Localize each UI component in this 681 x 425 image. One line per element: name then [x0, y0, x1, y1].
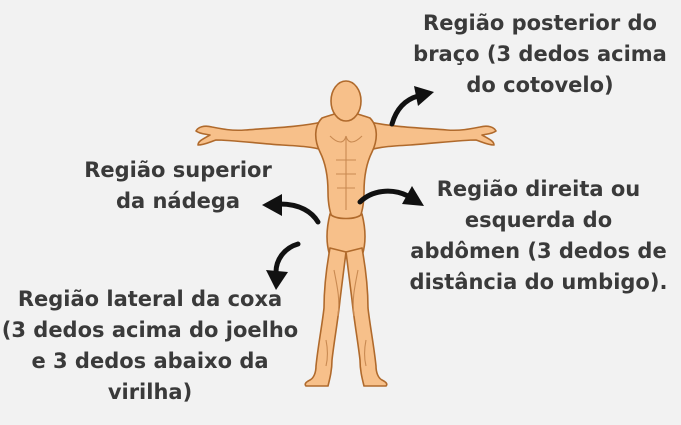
label-line: abdômen (3 dedos de [410, 239, 667, 263]
label-line: da nádega [115, 189, 241, 213]
arrow-thigh [273, 241, 301, 275]
arrow-arm-head [414, 86, 434, 106]
head [330, 80, 362, 122]
label-line: virilha) [107, 380, 193, 404]
right-arm [369, 121, 497, 151]
label-line: Região superior [84, 158, 272, 182]
label-lateral-thigh: Região lateral da coxa (3 dedos acima do… [0, 284, 300, 408]
label-upper-buttock: Região superior da nádega [78, 155, 278, 217]
right-leg [345, 247, 388, 387]
label-line: Região posterior do [423, 11, 657, 35]
label-line: esquerda do [464, 208, 613, 232]
label-posterior-arm: Região posterior do braço (3 dedos acima… [405, 8, 675, 101]
label-line: braço (3 dedos acima [413, 42, 667, 66]
label-abdomen: Região direita ou esquerda do abdômen (3… [396, 174, 681, 298]
label-line: distância do umbigo). [409, 270, 668, 294]
arrow-abdomen [357, 188, 411, 205]
arrow-thigh-head [266, 270, 288, 290]
label-line: Região lateral da coxa [17, 287, 283, 311]
left-leg [304, 247, 347, 387]
label-line: do cotovelo) [466, 73, 614, 97]
label-line: e 3 dedos abaixo da [31, 349, 269, 373]
label-line: Região direita ou [436, 177, 641, 201]
arrow-hip-head [262, 194, 282, 216]
arrow-arm [389, 93, 421, 127]
muscle-details [325, 135, 367, 367]
arrow-hip [277, 201, 321, 225]
pelvis [326, 213, 366, 257]
left-arm [195, 121, 323, 151]
label-line: (3 dedos acima do joelho [1, 318, 299, 342]
arrows [262, 86, 434, 290]
arrow-abdomen-head [402, 186, 424, 206]
